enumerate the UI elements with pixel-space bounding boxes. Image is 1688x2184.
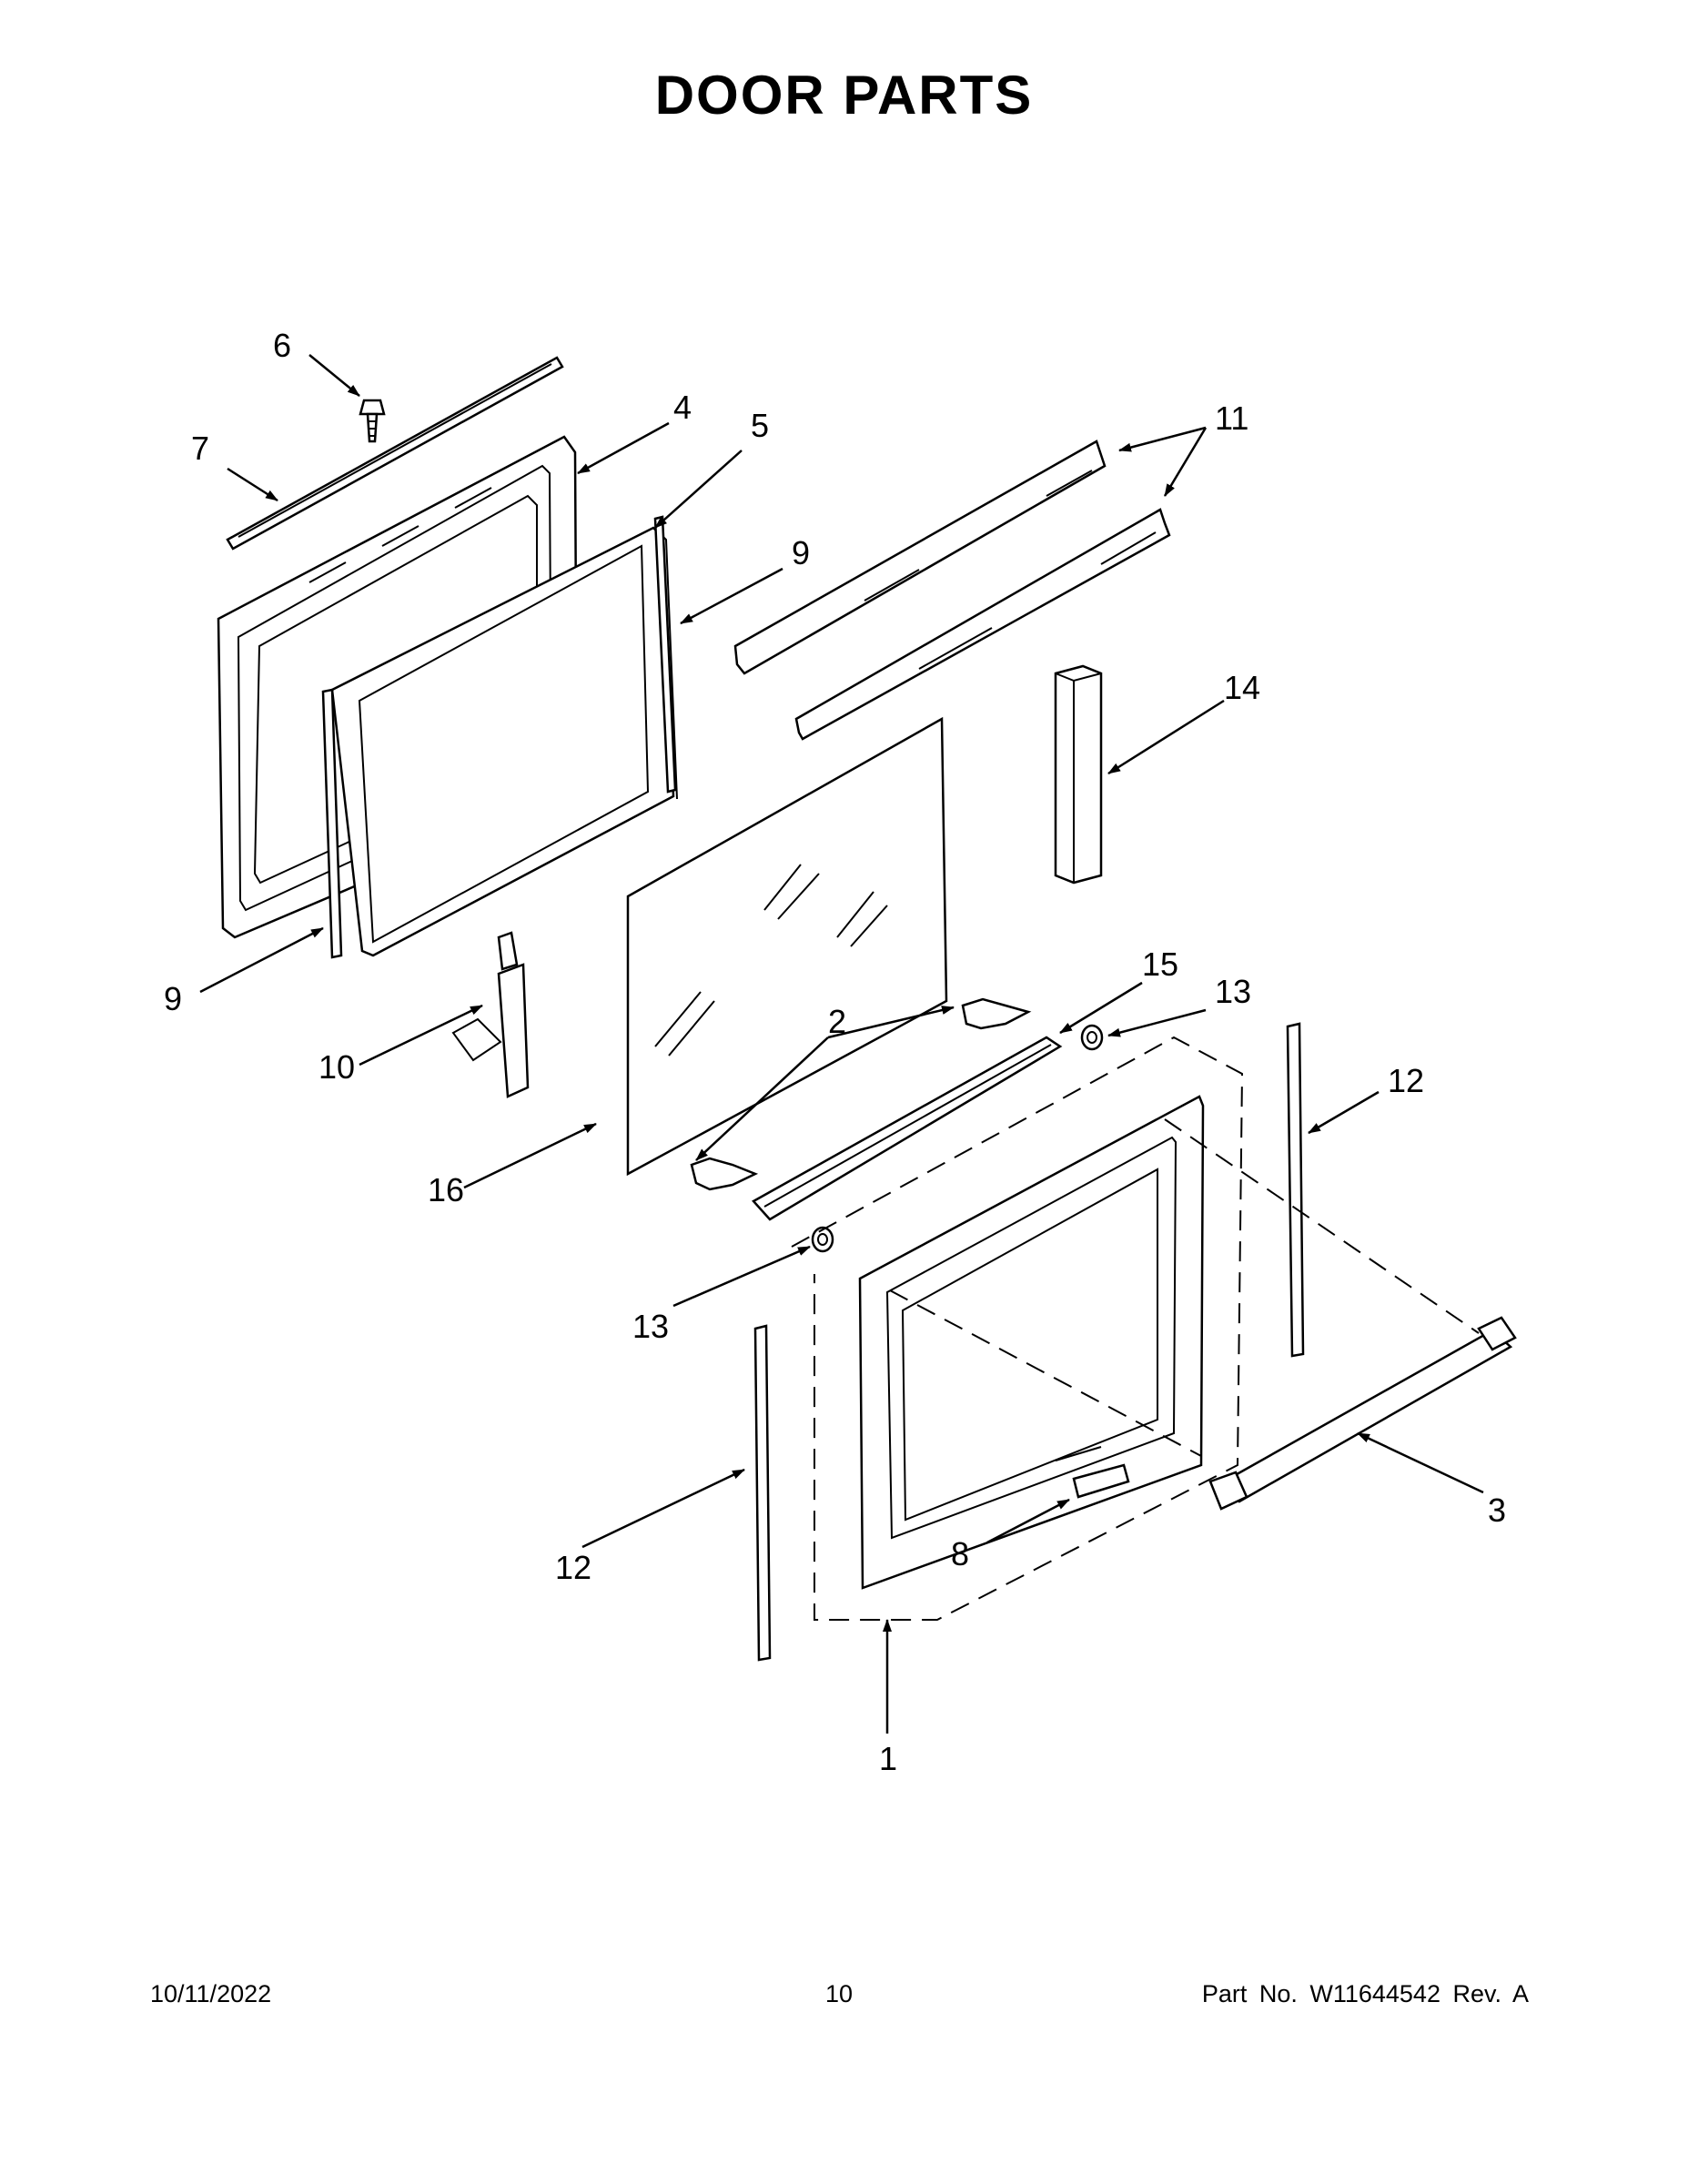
door-handle: [1208, 1316, 1517, 1511]
outer-door-assembly-outline: [791, 1036, 1244, 1621]
alignment-line: [889, 1289, 1202, 1457]
top-trim-strip: [226, 356, 564, 551]
gasket-strip: [321, 688, 343, 959]
callout-14: 14: [1224, 669, 1260, 706]
side-trim: [753, 1324, 772, 1662]
callout-15: 15: [1142, 945, 1178, 983]
callout-10: 10: [318, 1048, 355, 1086]
screw: [359, 399, 386, 443]
door-channel: [733, 440, 1107, 675]
callout-1: 1: [879, 1740, 897, 1777]
page-title: DOOR PARTS: [654, 65, 1034, 126]
outer-door-glass-frame: [858, 1095, 1205, 1590]
handle-mount-bar: [752, 1036, 1063, 1221]
side-trim: [1286, 1022, 1305, 1358]
callout-12-right: 12: [1388, 1062, 1424, 1099]
callout-9-right: 9: [792, 534, 810, 571]
insulation-block: [1054, 664, 1103, 885]
callout-13-top: 13: [1215, 973, 1251, 1010]
callout-11: 11: [1215, 399, 1248, 437]
screw: [690, 1157, 759, 1191]
callout-13-bottom: 13: [632, 1308, 669, 1345]
glass-panel: [626, 716, 948, 1177]
callout-2: 2: [828, 1003, 846, 1040]
leader-arrows: [199, 354, 1484, 1734]
footer-part-number: Part No. W11644542 Rev. A: [1201, 1980, 1529, 2007]
badge: [1055, 1446, 1130, 1499]
callout-5: 5: [751, 407, 769, 444]
footer-date: 10/11/2022: [150, 1980, 272, 2007]
door-channel: [794, 508, 1171, 741]
callout-8: 8: [951, 1535, 969, 1572]
callout-9-left: 9: [164, 980, 182, 1017]
screw: [961, 997, 1032, 1030]
washer: [811, 1226, 834, 1253]
footer-page-number: 10: [825, 1980, 854, 2007]
callout-16: 16: [428, 1171, 464, 1208]
callout-7: 7: [191, 430, 209, 467]
washer: [1080, 1024, 1104, 1051]
callout-4: 4: [673, 389, 692, 426]
callout-3: 3: [1488, 1491, 1506, 1529]
alignment-line: [1164, 1118, 1480, 1334]
callout-6: 6: [273, 327, 291, 364]
door-hinge: [451, 931, 530, 1098]
callout-12-left: 12: [555, 1549, 591, 1586]
